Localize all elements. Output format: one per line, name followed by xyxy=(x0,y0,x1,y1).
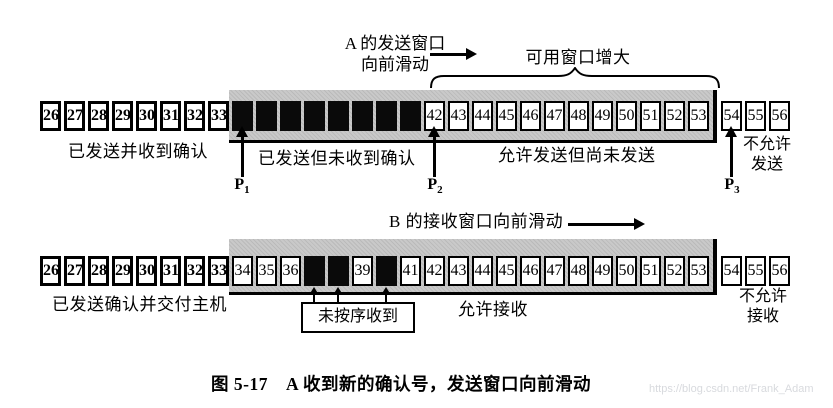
sequence-cell: 28 xyxy=(88,256,109,286)
sequence-cell: 29 xyxy=(112,101,133,131)
sequence-cell: 26 xyxy=(40,256,61,286)
sequence-cell: 56 xyxy=(769,256,790,286)
sequence-cell: 48 xyxy=(568,101,589,131)
not-allowed-receive-line2: 接收 xyxy=(746,308,779,325)
sequence-cell xyxy=(304,101,325,131)
sequence-cell: 28 xyxy=(88,101,109,131)
receive-window-slide-label: B 的接收窗口向前滑动 xyxy=(389,212,564,231)
out-of-order-arrow-icon xyxy=(309,287,319,303)
sequence-cell: 39 xyxy=(352,256,373,286)
available-window-label: 可用窗口增大 xyxy=(525,48,631,67)
sequence-cell: 27 xyxy=(64,101,85,131)
send-window-slide-label-line1: A 的发送窗口 xyxy=(344,34,446,53)
sequence-cell: 55 xyxy=(745,101,766,131)
send-window-slide-label: A 的发送窗口 向前滑动 xyxy=(328,33,462,75)
sequence-cell: 26 xyxy=(40,101,61,131)
sequence-cell: 50 xyxy=(616,101,637,131)
sequence-cell: 43 xyxy=(448,256,469,286)
sequence-cell: 43 xyxy=(448,101,469,131)
sequence-cell: 41 xyxy=(400,256,421,286)
sequence-cell xyxy=(328,256,349,286)
allowed-unsent-label: 允许发送但尚未发送 xyxy=(498,146,656,165)
sequence-cell: 42 xyxy=(424,256,445,286)
sequence-cell: 45 xyxy=(496,256,517,286)
sequence-cell xyxy=(256,101,277,131)
sequence-cell: 29 xyxy=(112,256,133,286)
sequence-cell: 55 xyxy=(745,256,766,286)
out-of-order-arrow-icon xyxy=(333,287,343,303)
sequence-cell: 56 xyxy=(769,101,790,131)
out-of-order-label-box: 未按序收到 xyxy=(301,302,415,333)
sequence-cell: 33 xyxy=(208,256,229,286)
sequence-cell: 52 xyxy=(664,101,685,131)
not-allowed-send-line1: 不允许 xyxy=(742,136,791,153)
sequence-cell: 46 xyxy=(520,101,541,131)
sequence-cell xyxy=(400,101,421,131)
sequence-cell: 49 xyxy=(592,101,613,131)
pointer-p3-arrow-icon xyxy=(725,126,737,177)
sequence-cell: 33 xyxy=(208,101,229,131)
sequence-cell: 47 xyxy=(544,101,565,131)
sequence-cell: 53 xyxy=(688,101,709,131)
sequence-cell: 31 xyxy=(160,256,181,286)
receive-slide-arrow-icon xyxy=(568,218,645,230)
sequence-cell xyxy=(376,101,397,131)
sequence-cell: 30 xyxy=(136,101,157,131)
sequence-cell: 53 xyxy=(688,256,709,286)
sequence-cell: 50 xyxy=(616,256,637,286)
sequence-cell: 35 xyxy=(256,256,277,286)
sequence-cell: 48 xyxy=(568,256,589,286)
sequence-cell: 47 xyxy=(544,256,565,286)
not-allowed-receive-line1: 不允许 xyxy=(738,288,787,305)
sequence-cell: 54 xyxy=(721,256,742,286)
sent-unacked-label: 已发送但未收到确认 xyxy=(258,149,416,168)
sequence-cell: 27 xyxy=(64,256,85,286)
pointer-p2-label: P2 xyxy=(427,176,443,197)
not-allowed-send-label: 不允许 发送 xyxy=(736,135,798,175)
sequence-cell: 49 xyxy=(592,256,613,286)
sequence-cell: 32 xyxy=(184,256,205,286)
watermark-text: https://blog.csdn.net/Frank_Adam xyxy=(649,383,814,395)
sequence-cell: 30 xyxy=(136,256,157,286)
sequence-cell: 44 xyxy=(472,101,493,131)
sequence-cell xyxy=(280,101,301,131)
out-of-order-arrow-icon xyxy=(381,287,391,303)
pointer-p1-arrow-icon xyxy=(236,126,248,177)
sequence-cell: 34 xyxy=(232,256,253,286)
sequence-cell: 52 xyxy=(664,256,685,286)
sequence-cell xyxy=(328,101,349,131)
pointer-p3-label: P3 xyxy=(724,176,740,197)
available-window-brace-icon xyxy=(430,67,720,89)
sequence-cell: 45 xyxy=(496,101,517,131)
sequence-cell: 32 xyxy=(184,101,205,131)
sequence-cell xyxy=(304,256,325,286)
sequence-cell: 46 xyxy=(520,256,541,286)
figure-caption: 图 5-17 A 收到新的确认号，发送窗口向前滑动 xyxy=(211,374,591,394)
sequence-cell: 36 xyxy=(280,256,301,286)
not-allowed-send-line2: 发送 xyxy=(750,156,783,173)
sequence-cell xyxy=(352,101,373,131)
acked-label: 已发送并收到确认 xyxy=(68,142,208,161)
acked-delivered-label: 已发送确认并交付主机 xyxy=(52,295,227,314)
sequence-cell: 44 xyxy=(472,256,493,286)
sequence-cell: 51 xyxy=(640,256,661,286)
sequence-cell: 51 xyxy=(640,101,661,131)
allowed-receive-label: 允许接收 xyxy=(458,300,528,319)
sequence-cell: 42 xyxy=(424,101,445,131)
sequence-cell xyxy=(376,256,397,286)
not-allowed-receive-label: 不允许 接收 xyxy=(732,287,794,327)
send-window-slide-label-line2: 向前滑动 xyxy=(361,55,429,74)
sequence-cell: 31 xyxy=(160,101,181,131)
pointer-p2-arrow-icon xyxy=(428,126,440,177)
pointer-p1-label: P1 xyxy=(234,176,250,197)
send-slide-arrow-icon xyxy=(430,48,477,60)
